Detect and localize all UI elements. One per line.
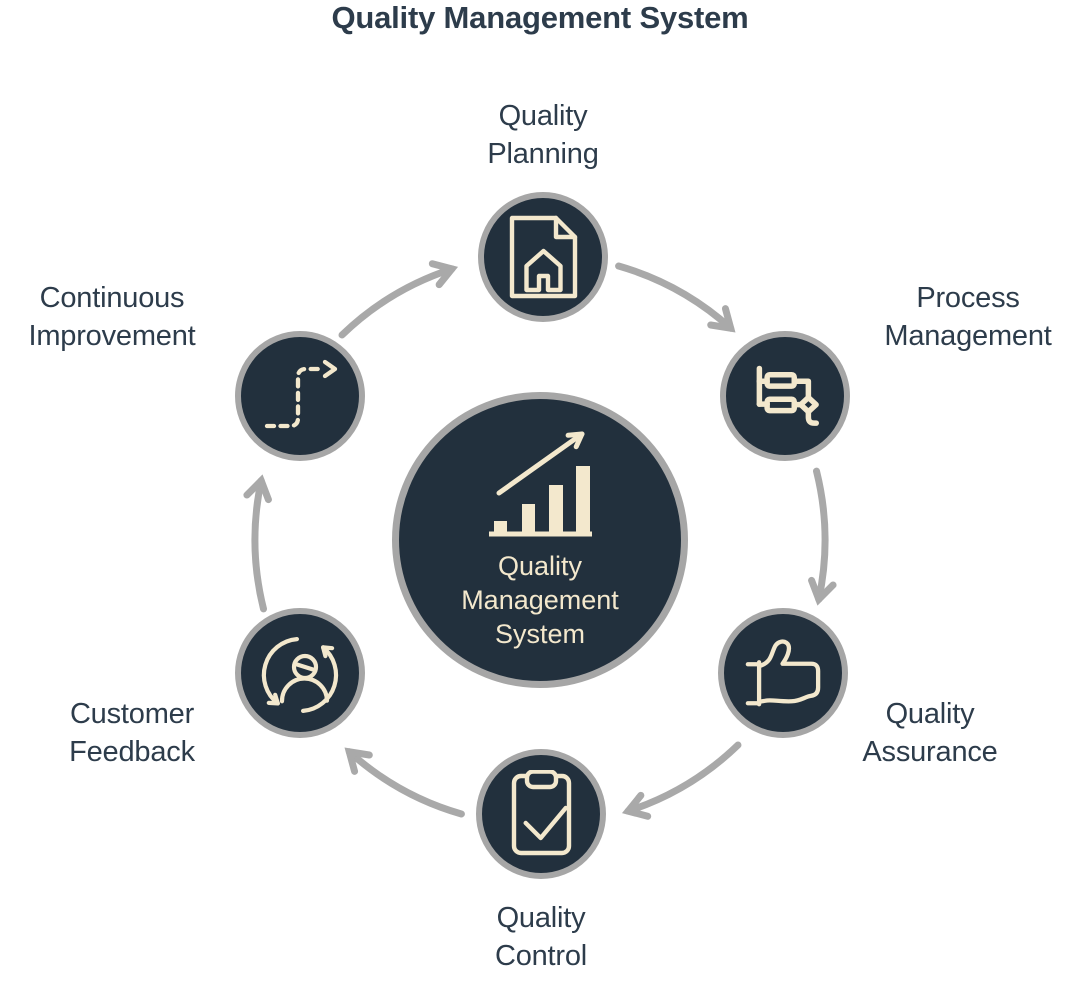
growth-bar-chart-icon [488,431,592,537]
hub-quality-management-system: Quality Management System [392,392,688,688]
dashed-path-arrow-icon [264,359,338,429]
node-quality-planning [478,192,608,322]
arrow-planning-to-process [615,262,736,333]
clipboard-check-icon [511,770,571,856]
arrow-process-to-assurance [808,467,837,606]
node-process-management [720,331,850,461]
arrow-assurance-to-control [621,741,742,820]
node-quality-control [476,749,606,879]
thumbs-up-icon [745,639,821,707]
arrow-improvement-to-planning [338,260,459,339]
diagram-title: Quality Management System [331,0,749,35]
node-continuous-improvement [235,331,365,461]
node-quality-assurance [718,608,848,738]
user-refresh-icon [261,637,339,713]
node-customer-feedback [235,608,365,738]
document-house-icon [509,215,577,299]
arrow-control-to-feedback [344,747,465,818]
arrow-feedback-to-improvement [243,474,272,613]
flowchart-icon [756,365,819,426]
hub-label: Quality Management System [461,551,619,649]
